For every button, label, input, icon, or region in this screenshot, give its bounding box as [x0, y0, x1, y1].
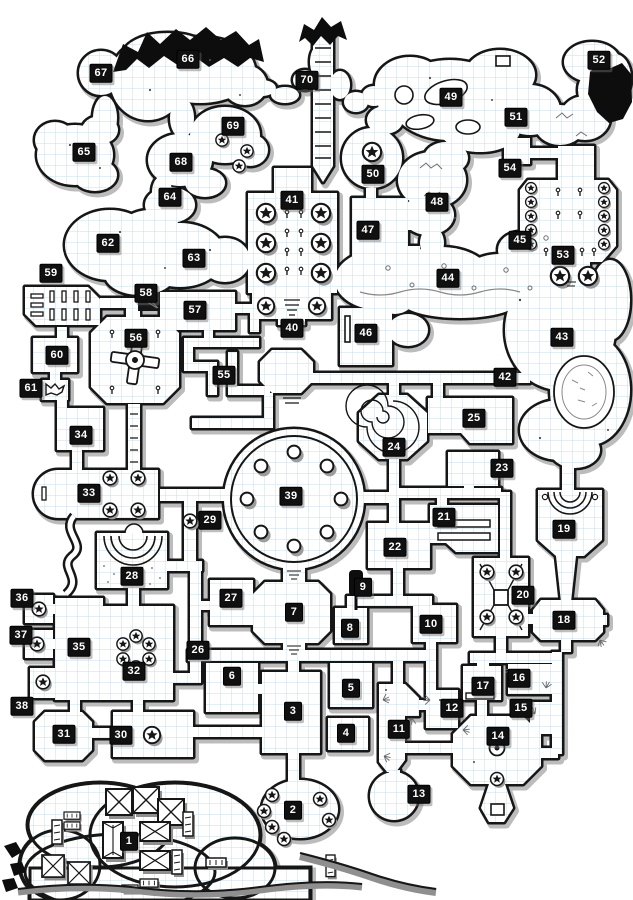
wavy-passage	[62, 512, 83, 598]
ink-fuzz-areas	[2, 17, 632, 892]
terrain-ridges	[17, 852, 437, 898]
cave-decor	[68, 47, 615, 463]
